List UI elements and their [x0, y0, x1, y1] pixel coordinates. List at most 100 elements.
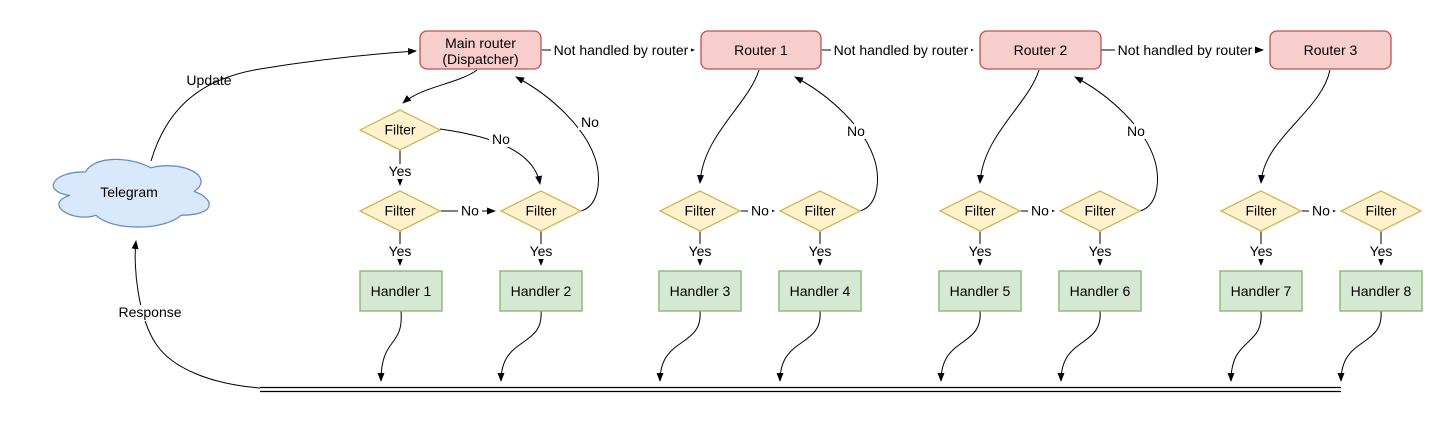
- not-handled-label-1: Not handled by router: [554, 42, 689, 58]
- filter-label: Filter: [1084, 203, 1115, 219]
- handler5-to-bus-edge: [937, 310, 981, 382]
- dispatcher-filter-top: [358, 109, 442, 151]
- no-label: No: [1127, 123, 1145, 139]
- router2-node: [979, 30, 1102, 70]
- label-bg: [966, 244, 994, 259]
- filter-label: Filter: [384, 122, 415, 138]
- router3-to-filter-edge: [1258, 69, 1331, 184]
- label-bg: [527, 244, 555, 259]
- label-bg: [1115, 42, 1255, 58]
- yes-label: Yes: [389, 243, 412, 259]
- handler6-node: [1058, 270, 1142, 312]
- main-router-title: Main router: [445, 35, 516, 51]
- label-bg: [386, 164, 414, 179]
- yes-label: Yes: [689, 243, 712, 259]
- handler8-to-bus-edge: [1337, 310, 1382, 382]
- handler4-label: Handler 4: [790, 283, 851, 299]
- router1-node: [700, 30, 822, 70]
- not-handled-label-2: Not handled by router: [834, 42, 969, 58]
- handler2-label: Handler 2: [511, 283, 572, 299]
- label-bg: [1247, 244, 1275, 259]
- no-label: No: [492, 131, 510, 147]
- router2-to-filter-edge: [977, 69, 1040, 184]
- router2-filter-2: [1058, 190, 1142, 232]
- dispatcher-filter-2: [499, 190, 583, 232]
- label-bg: [831, 42, 971, 58]
- filterC-no-return-edge: [515, 76, 599, 212]
- filter-label: Filter: [525, 203, 556, 219]
- handler4-to-bus-edge: [776, 310, 821, 382]
- router3-filter-1: [1219, 190, 1303, 232]
- handler2-node: [499, 270, 583, 312]
- dispatcher-filter-1: [358, 190, 442, 232]
- update-edge: [150, 48, 417, 162]
- handler7-to-bus-edge: [1227, 310, 1262, 382]
- r1-no-return-edge: [794, 76, 878, 212]
- handler1-node: [359, 270, 443, 312]
- label-bg: [748, 204, 772, 219]
- no-label: No: [1031, 203, 1049, 219]
- router1-filter-2: [778, 190, 862, 232]
- yes-label: Yes: [530, 243, 553, 259]
- no-label: No: [461, 203, 479, 219]
- no-label: No: [847, 123, 865, 139]
- filter-label: Filter: [1245, 203, 1276, 219]
- label-bg: [806, 244, 834, 259]
- label-bg: [1124, 124, 1148, 139]
- label-bg: [1309, 204, 1333, 219]
- handler7-label: Handler 7: [1231, 283, 1292, 299]
- filter-label: Filter: [684, 203, 715, 219]
- yes-label: Yes: [1089, 243, 1112, 259]
- label-bg: [386, 244, 414, 259]
- label-bg: [844, 124, 868, 139]
- yes-label: Yes: [1250, 243, 1273, 259]
- label-bg: [551, 42, 691, 58]
- router1-to-filter-edge: [697, 69, 760, 184]
- label-bg: [1028, 204, 1052, 219]
- label-bg: [1086, 244, 1114, 259]
- telegram-cloud: [52, 158, 210, 228]
- handler1-to-bus-edge: [377, 310, 402, 382]
- label-bg: [118, 305, 182, 321]
- filter-label: Filter: [1365, 203, 1396, 219]
- yes-label: Yes: [969, 243, 992, 259]
- handler5-node: [938, 270, 1022, 312]
- handler1-label: Handler 1: [371, 283, 432, 299]
- no-label: No: [1312, 203, 1330, 219]
- no-label: No: [751, 203, 769, 219]
- not-handled-label-3: Not handled by router: [1118, 42, 1253, 58]
- handler4-node: [778, 270, 862, 312]
- update-label: Update: [186, 72, 231, 88]
- handler6-to-bus-edge: [1057, 310, 1101, 382]
- handler3-label: Handler 3: [670, 283, 731, 299]
- response-label: Response: [118, 304, 181, 320]
- router3-title: Router 3: [1304, 42, 1358, 58]
- router2-filter-1: [938, 190, 1022, 232]
- handler2-to-bus-edge: [497, 310, 542, 382]
- handler5-label: Handler 5: [950, 283, 1011, 299]
- main-router-subtitle: (Dispatcher): [442, 51, 518, 67]
- router1-title: Router 1: [734, 42, 788, 58]
- main-router-node: [419, 30, 542, 70]
- label-bg: [1367, 244, 1395, 259]
- filter-label: Filter: [384, 203, 415, 219]
- label-bg: [578, 115, 602, 130]
- handler3-node: [658, 270, 742, 312]
- yes-label: Yes: [809, 243, 832, 259]
- yes-label: Yes: [1370, 243, 1393, 259]
- handler8-label: Handler 8: [1351, 283, 1412, 299]
- label-bg: [686, 244, 714, 259]
- filter-label: Filter: [964, 203, 995, 219]
- router3-filter-2: [1339, 190, 1423, 232]
- yes-label: Yes: [389, 163, 412, 179]
- handler6-label: Handler 6: [1070, 283, 1131, 299]
- handler7-node: [1219, 270, 1303, 312]
- response-edge: [131, 240, 261, 389]
- telegram-label: Telegram: [100, 184, 158, 200]
- handler8-node: [1339, 270, 1423, 312]
- no-label: No: [581, 114, 599, 130]
- handler3-to-bus-edge: [656, 310, 701, 382]
- label-bg: [489, 132, 513, 147]
